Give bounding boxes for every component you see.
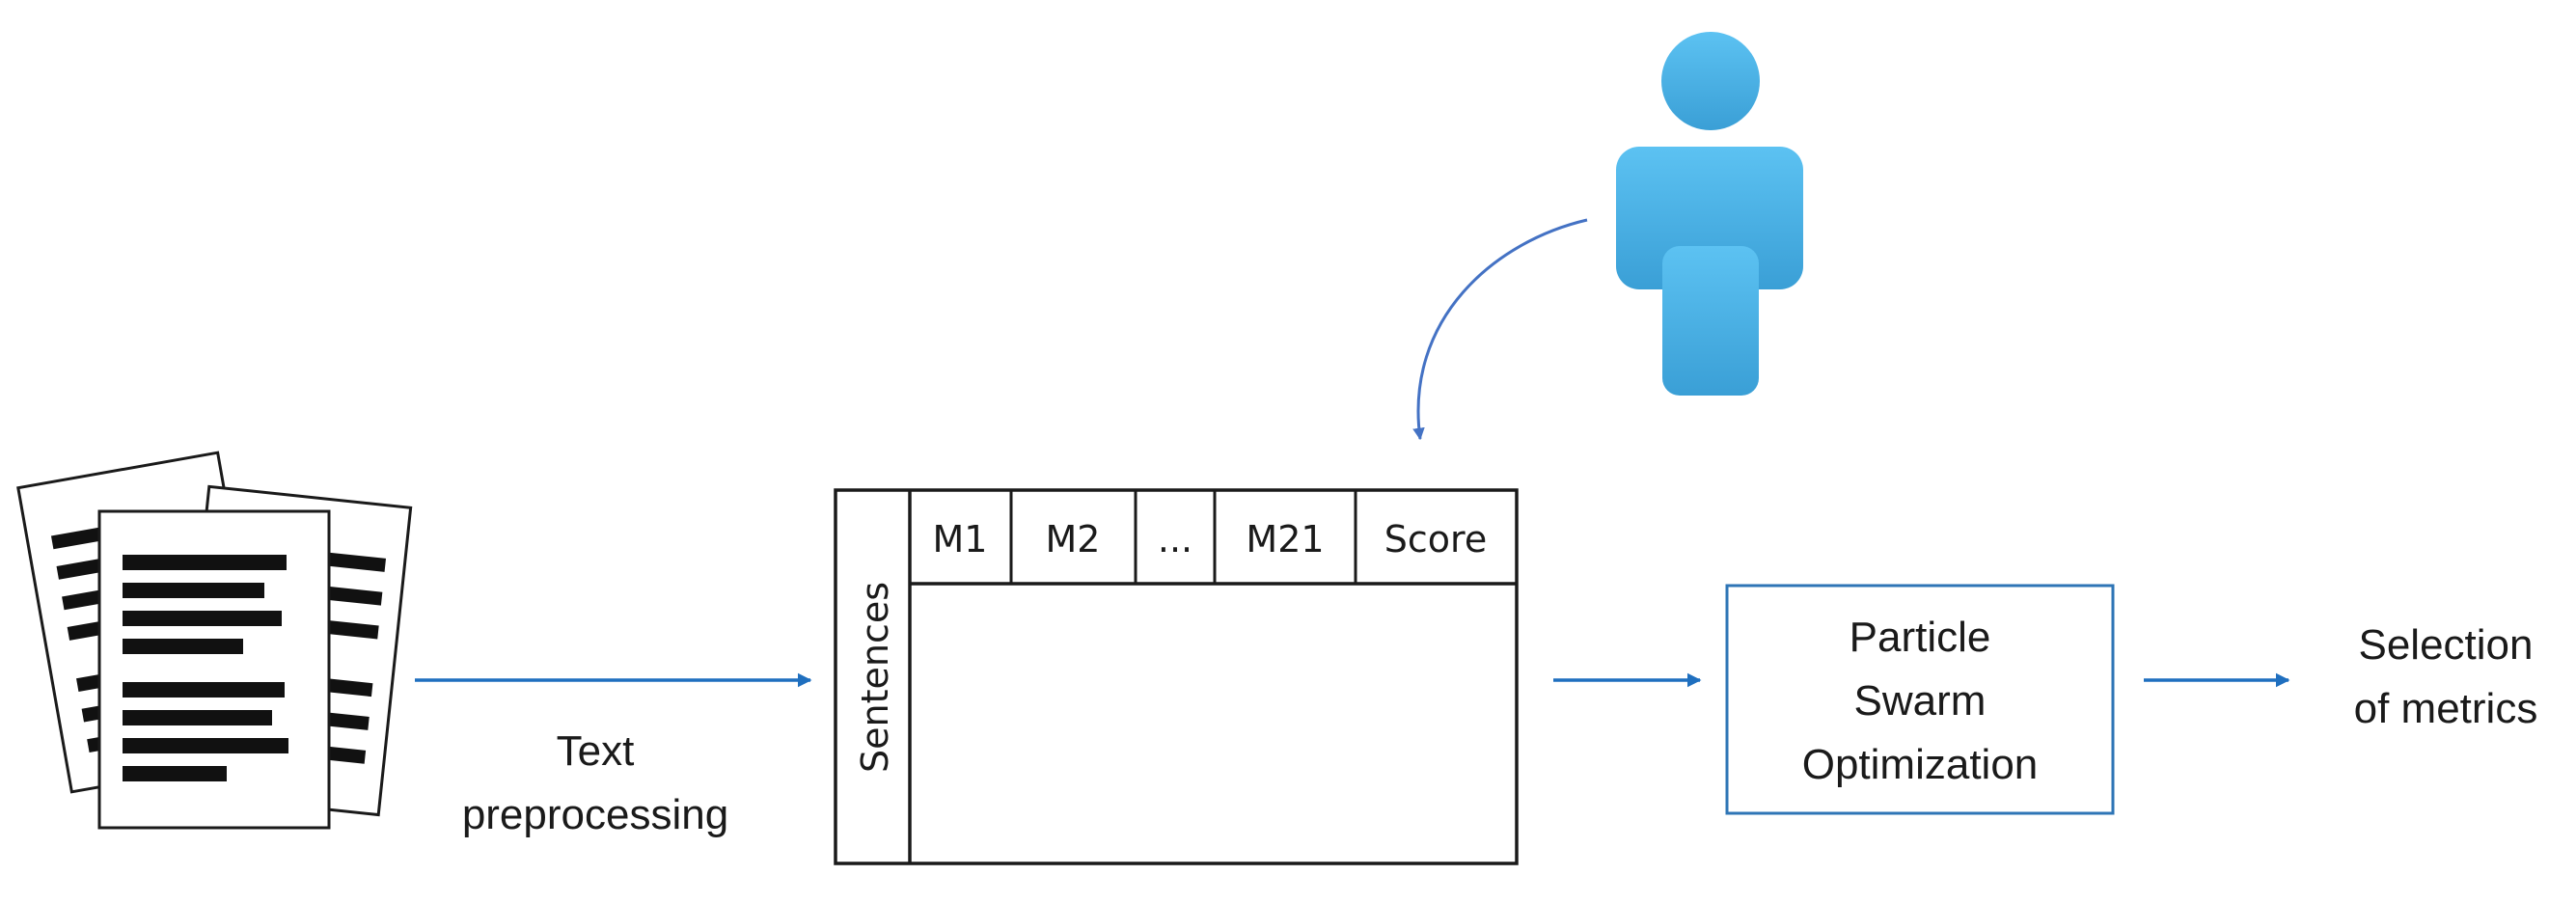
column-header-m2: M2 bbox=[1046, 518, 1101, 561]
column-header-score: Score bbox=[1384, 518, 1487, 561]
column-header-ellipsis: ... bbox=[1158, 518, 1192, 561]
person-icon bbox=[1616, 32, 1803, 396]
text-preprocessing-label-line2: preprocessing bbox=[462, 791, 728, 838]
text-preprocessing-label-line1: Text bbox=[557, 727, 635, 775]
metrics-table: M1 M2 ... M21 Score Sentences bbox=[834, 488, 1519, 865]
pso-box: Particle Swarm Optimization bbox=[1725, 584, 2115, 815]
documents-icon bbox=[16, 451, 413, 830]
curved-arrow bbox=[1412, 218, 1588, 441]
selection-label-line2: of metrics bbox=[2354, 685, 2538, 732]
column-header-m1: M1 bbox=[933, 518, 988, 561]
pso-label-line3: Optimization bbox=[1802, 741, 2039, 788]
pso-label-line1: Particle bbox=[1850, 614, 1991, 661]
pso-label-line2: Swarm bbox=[1854, 677, 1987, 725]
row-header-sentences: Sentences bbox=[854, 582, 896, 773]
column-header-m21: M21 bbox=[1246, 518, 1324, 561]
selection-label-line1: Selection bbox=[2358, 621, 2533, 669]
